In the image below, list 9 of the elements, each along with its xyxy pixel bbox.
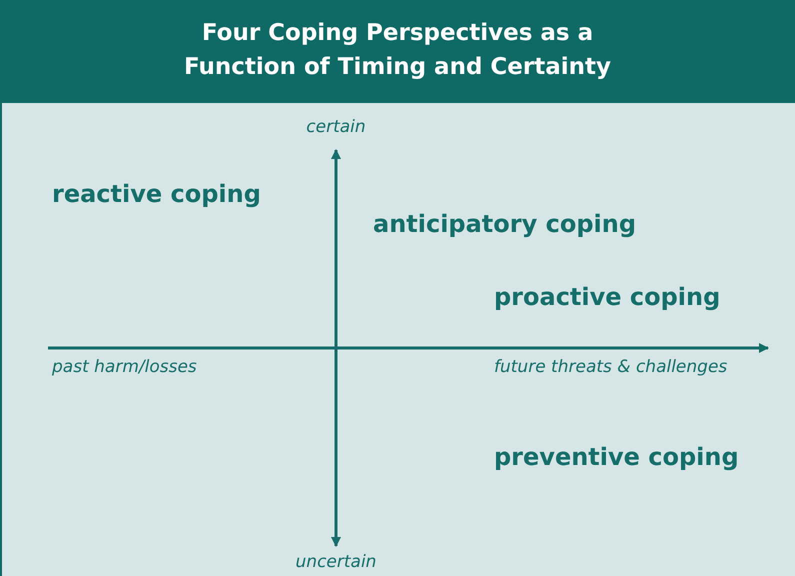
chart-title: Four Coping Perspectives as a Function of Timing and Certainty bbox=[182, 19, 612, 82]
quadrant-label: anticipatory coping bbox=[373, 210, 636, 238]
axis-label: future threats & challenges bbox=[494, 357, 728, 377]
quadrant-label: reactive coping bbox=[52, 180, 261, 208]
axis-label: certain bbox=[306, 117, 366, 137]
quadrant-label: proactive coping bbox=[494, 283, 720, 311]
axis-label: past harm/losses bbox=[52, 357, 197, 377]
quadrant-label: preventive coping bbox=[494, 443, 739, 471]
axis-label: uncertain bbox=[296, 552, 376, 572]
